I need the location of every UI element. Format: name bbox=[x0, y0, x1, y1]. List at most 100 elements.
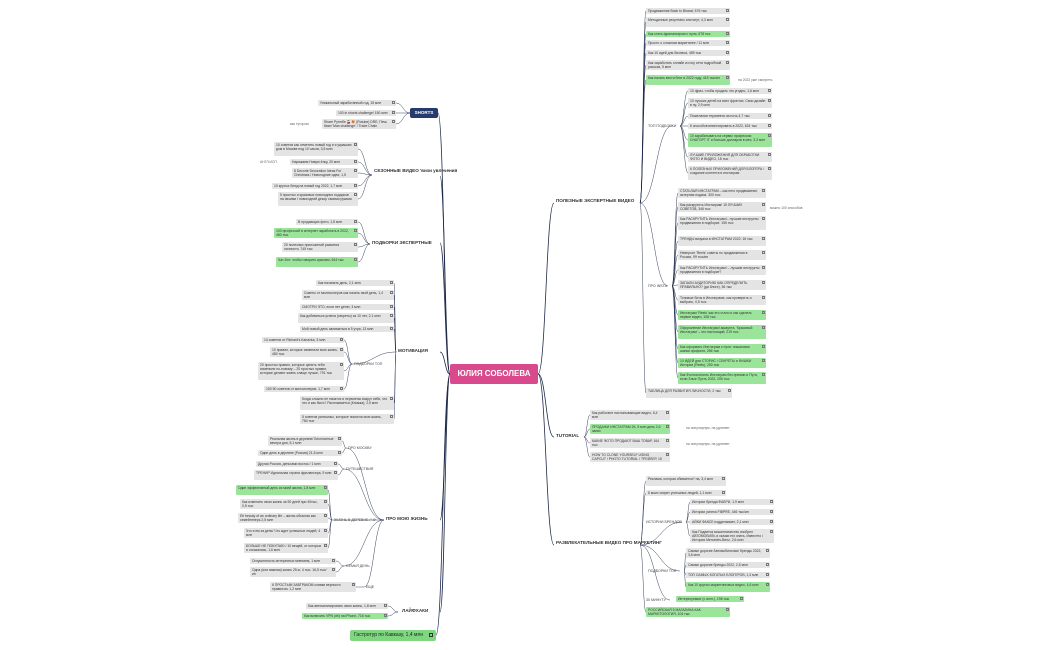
link-icon[interactable] bbox=[666, 439, 669, 442]
topic-node[interactable]: Наряжаем Новую ёлку, 20 млн bbox=[290, 159, 358, 165]
link-icon[interactable] bbox=[740, 597, 743, 600]
topic-node[interactable]: 10 ИДЕЙ для СТОРИС / СЕКРЕТЫ и ФИШКИ Ист… bbox=[678, 358, 766, 368]
topic-node[interactable]: Реальная жизнь в деревне/ Бесплатные веч… bbox=[268, 436, 342, 446]
link-icon[interactable] bbox=[762, 359, 765, 362]
topic-node[interactable]: 20 простых правил, которые ценить тебя и… bbox=[258, 362, 344, 380]
topic-node[interactable]: Share Рутюбе 🍒🦊 (Rutube) DRE, Печь Квин … bbox=[322, 119, 396, 129]
topic-node[interactable]: Пожелания терапевта на ночь 4,7 тыс bbox=[688, 113, 772, 119]
topic-node[interactable]: Как начать вести блог в 2022 году, 415 т… bbox=[646, 75, 730, 85]
topic-node[interactable]: Оформление Инстаграм! аккаунта, 'Красивы… bbox=[678, 325, 766, 339]
sub-life-lifestyle[interactable]: ЖИЗНЬ В ДЕРЕВНЕ / ЧУ bbox=[334, 518, 377, 522]
topic-node[interactable]: ТРЕНИР Идеальная страна фрилансера, 9 мл… bbox=[254, 470, 338, 480]
topic-node[interactable]: ТАБЛИЦА ДЛЯ РАЗВИТИЯ ЛИЧНОСТИ, 2 тыс bbox=[646, 388, 732, 398]
branch-mylife[interactable]: ПРО МОЮ ЖИЗНЬ bbox=[386, 516, 428, 521]
topic-node[interactable]: Когда сложно не начатся и перемены вокру… bbox=[300, 396, 394, 410]
link-icon[interactable] bbox=[324, 486, 327, 489]
topic-node[interactable]: 100 профессий в интернет заработать в 20… bbox=[274, 228, 358, 238]
sub-motivation-top[interactable]: ПОДБОРКИ ТОП bbox=[354, 362, 383, 366]
link-icon[interactable] bbox=[666, 411, 669, 414]
topic-node[interactable]: 100 in shorts challenge! 150 млн bbox=[336, 110, 396, 116]
link-icon[interactable] bbox=[334, 471, 337, 474]
link-icon[interactable] bbox=[354, 169, 357, 172]
link-icon[interactable] bbox=[354, 243, 357, 246]
topic-node[interactable]: Истории бренда ФАБРИ, 1,9 млн bbox=[690, 499, 774, 505]
link-icon[interactable] bbox=[766, 583, 769, 586]
link-icon[interactable] bbox=[770, 500, 773, 503]
topic-node[interactable]: Как автоматизировать свою жизнь, 1,8 млн bbox=[306, 603, 388, 609]
link-icon[interactable] bbox=[762, 281, 765, 284]
link-icon[interactable] bbox=[726, 9, 729, 12]
link-icon[interactable] bbox=[354, 258, 357, 261]
link-icon[interactable] bbox=[726, 18, 729, 21]
topic-node[interactable]: Как стать фрилансером с нуля, 678 тыс bbox=[646, 31, 730, 37]
topic-node[interactable]: Один эффективный день из моей жизни, 1,8… bbox=[236, 485, 328, 495]
link-icon[interactable] bbox=[392, 111, 395, 114]
link-icon[interactable] bbox=[340, 338, 343, 341]
link-icon[interactable] bbox=[324, 514, 327, 517]
link-icon[interactable] bbox=[354, 184, 357, 187]
topic-node[interactable]: 5 советов успешных, которые помогли мою … bbox=[300, 414, 394, 424]
sub-ent-top[interactable]: ПОДБОРКИ ТОП bbox=[648, 569, 677, 573]
link-icon[interactable] bbox=[762, 266, 765, 269]
topic-node[interactable]: Мой новый день заниматься в 5 утра, 13 м… bbox=[300, 326, 394, 332]
branch-gastrotour[interactable]: Гастротур по Кавказу, 1,4 млн bbox=[350, 630, 436, 641]
link-icon[interactable] bbox=[390, 281, 393, 284]
link-icon[interactable] bbox=[762, 311, 765, 314]
link-icon[interactable] bbox=[728, 389, 731, 392]
topic-node[interactable]: Просто о сложном маркетинге / 11 млн bbox=[646, 40, 730, 46]
topic-node[interactable]: Как добиваться успеха (секреты) за 10 ле… bbox=[298, 313, 394, 323]
sub-life-moscow[interactable]: ПРО МОСКВУ bbox=[348, 446, 372, 450]
topic-node[interactable]: 100 50 советов от миллионеров, 1,7 млн bbox=[264, 386, 344, 392]
topic-node[interactable]: К ПРОСТЫМ ЗАВТРАКОМ сливки верности прав… bbox=[270, 582, 356, 592]
sub-useful-top[interactable]: ТОП ПОДБОРКИ bbox=[648, 124, 677, 128]
topic-node[interactable]: Как заработать онлайн из ноу сети подроб… bbox=[646, 60, 730, 70]
link-icon[interactable] bbox=[726, 76, 729, 79]
link-icon[interactable] bbox=[768, 99, 771, 102]
link-icon[interactable] bbox=[352, 583, 355, 586]
topic-node[interactable]: Как включить VPN (dri) на iPhone, 716 ты… bbox=[302, 613, 388, 619]
link-icon[interactable] bbox=[726, 51, 729, 54]
topic-node[interactable]: Как оформить Инстаграм с нуля: пошаговая… bbox=[678, 344, 766, 354]
topic-node[interactable]: Методичные резултаты институт, 4,3 млн bbox=[646, 17, 730, 27]
topic-node[interactable]: Советы от миллионеров как начать свой де… bbox=[302, 290, 394, 300]
link-icon[interactable] bbox=[770, 530, 773, 533]
link-icon[interactable] bbox=[390, 305, 393, 308]
topic-node[interactable]: 6 ПОЛЕЗНЫХ ПРИЛОЖЕНИЙ ДЛЯ БЛОГЕРА / созд… bbox=[688, 166, 772, 180]
link-icon[interactable] bbox=[354, 220, 357, 223]
link-icon[interactable] bbox=[762, 326, 765, 329]
link-icon[interactable] bbox=[390, 327, 393, 330]
link-icon[interactable] bbox=[768, 167, 771, 170]
topic-node[interactable]: Уникальный заработанный год, 15 млн bbox=[318, 100, 396, 106]
topic-node[interactable]: Как Подается мошенничество изобрел АВТОМ… bbox=[690, 529, 774, 543]
link-icon[interactable] bbox=[768, 124, 771, 127]
topic-node[interactable]: СМОТРИ ЭТО, если нет денег, 3 млн bbox=[300, 304, 394, 310]
topic-node[interactable]: 20 полезных приложений развития личности… bbox=[282, 242, 358, 252]
link-icon[interactable] bbox=[766, 563, 769, 566]
link-icon[interactable] bbox=[332, 559, 335, 562]
topic-node[interactable]: СТАТЬЛАЯ ИНСТАГРАМ – как него продвижени… bbox=[678, 188, 766, 198]
link-icon[interactable] bbox=[762, 217, 765, 220]
topic-node[interactable]: Оглушенность интересных мнением, 1 млн bbox=[250, 558, 336, 564]
link-icon[interactable] bbox=[766, 549, 769, 552]
topic-node[interactable]: ЛУЧШИЕ ПРИЛОЖЕНИЯ ДЛЯ ОБРАБОТКИ ФОТО И В… bbox=[688, 152, 772, 162]
topic-node[interactable]: Как РАСКРУТИТЬ Инстаграм!– лучшие инстру… bbox=[678, 216, 766, 230]
branch-seasonal[interactable]: СЕЗОННЫЕ ВИДЕО 'визи увлечения bbox=[374, 168, 458, 173]
topic-node[interactable]: АЙКИ ФАКСЕ подделывает, 2,1 млн bbox=[690, 519, 774, 525]
root-node[interactable]: ЮЛИЯ СОБОЛЕВА bbox=[450, 364, 538, 384]
topic-node[interactable]: В продающих фото, 1,5 млн bbox=[296, 219, 358, 225]
link-icon[interactable] bbox=[392, 120, 395, 123]
link-icon[interactable] bbox=[354, 143, 357, 146]
topic-node[interactable]: Чат-бот: чтобы говорить красиво, 644 тыс bbox=[276, 257, 358, 267]
topic-node[interactable]: 10 советов как отметить новый год и я ук… bbox=[274, 142, 358, 156]
link-icon[interactable] bbox=[324, 544, 327, 547]
topic-node[interactable]: 5 простых и красивых новогодних подарков… bbox=[278, 192, 358, 206]
topic-node[interactable]: РОССИЙСКАЯ 5 МАГАЗИНА КАК МАРКЕТОЛОГИЯ, … bbox=[646, 607, 730, 617]
topic-node[interactable]: Один день в деревне (Россия) 21,5 млн bbox=[258, 450, 342, 456]
topic-node[interactable]: Самые дорогие бренды 2022, 2,5 млн bbox=[686, 562, 770, 568]
topic-node[interactable]: Как изменить свою жизнь за 90 дней при 4… bbox=[240, 499, 328, 509]
link-icon[interactable] bbox=[762, 373, 765, 376]
topic-node[interactable]: 10 фраз, чтобы продать что угодно, 1,6 м… bbox=[688, 88, 772, 94]
topic-node[interactable]: Топовые боты в Инстаграме, как проверить… bbox=[678, 295, 766, 305]
link-icon[interactable] bbox=[762, 296, 765, 299]
topic-node[interactable]: 10 зарабатывать на сервис профессии CHAT… bbox=[688, 133, 772, 147]
